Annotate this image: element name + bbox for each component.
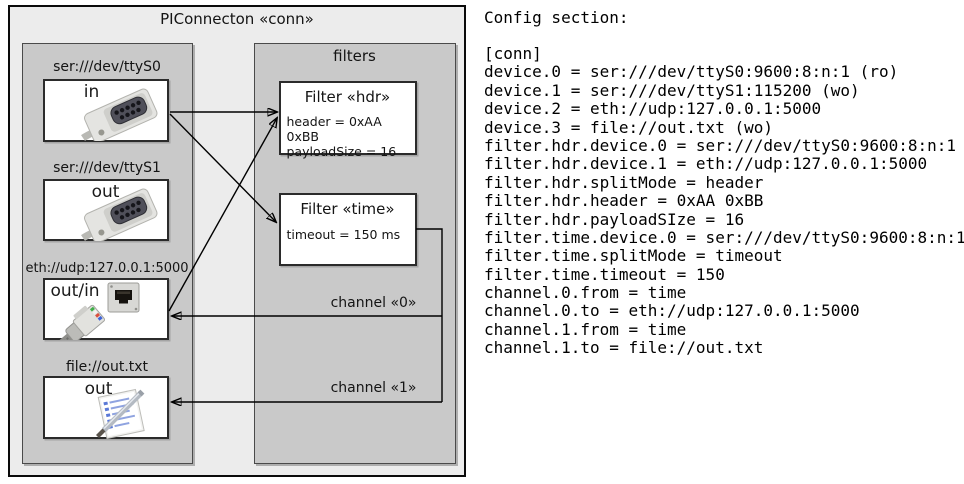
config-heading: Config section: <box>484 8 629 27</box>
ethernet-plug-icon <box>54 304 105 340</box>
ethernet-jack-icon <box>107 282 139 312</box>
device-box-ttyS1: out <box>42 178 169 241</box>
notepad-pen-icon <box>95 388 145 439</box>
config-line: device.1 = ser:///dev/ttyS1:115200 (wo) <box>484 80 860 100</box>
device-label-ttyS1: ser:///dev/ttyS1 <box>53 159 161 176</box>
filter-box-hdr: Filter «hdr» header = 0xAA 0xBB payloadS… <box>278 80 417 159</box>
config-line: device.0 = ser:///dev/ttyS0:9600:8:n:1 (… <box>484 62 899 82</box>
config-line: filter.hdr.splitMode = header <box>484 172 764 192</box>
config-lines: [conn]device.0 = ser:///dev/ttyS0:9600:8… <box>484 44 964 358</box>
config-line: channel.0.to = eth://udp:127.0.0.1:5000 <box>484 301 860 321</box>
config-line: device.2 = eth://udp:127.0.0.1:5000 <box>484 99 822 119</box>
component-title: PIConnecton «conn» <box>160 10 314 28</box>
config-line: filter.time.timeout = 150 <box>484 264 725 284</box>
piconnector-frame: PIConnecton «conn» ser:///dev/ttyS0 in <box>8 5 466 477</box>
config-line: channel.0.from = time <box>484 283 687 303</box>
serial-connector-icon <box>80 88 157 141</box>
serial-connector-icon <box>80 188 157 241</box>
port-name: in <box>83 81 100 102</box>
device-label-ttyS0: ser:///dev/ttyS0 <box>53 58 161 75</box>
device-box-file: out <box>42 375 169 439</box>
config-line: filter.hdr.device.1 = eth://udp:127.0.0.… <box>484 154 928 174</box>
port-name: out <box>84 378 113 399</box>
filter-attribute: timeout = 150 ms <box>286 226 401 242</box>
config-line: filter.hdr.payloadSIze = 16 <box>484 209 745 229</box>
devices-panel: ser:///dev/ttyS0 in ser:///dev/ttyS1 <box>21 42 193 464</box>
filters-panel: filters Filter «hdr» header = 0xAA 0xBB … <box>253 42 456 464</box>
filter-box-time: Filter «time» timeout = 150 ms <box>278 192 417 266</box>
config-section: Config section: [conn]device.0 = ser:///… <box>484 0 964 484</box>
config-line: filter.hdr.device.0 = ser:///dev/ttyS0:9… <box>484 135 957 155</box>
filter-attribute: payloadSize = 16 <box>286 143 397 159</box>
config-line: [conn] <box>484 44 542 63</box>
config-line: filter.hdr.header = 0xAA 0xBB <box>484 191 764 211</box>
channel-0-label: channel «0» <box>330 294 417 311</box>
filter-title: Filter «time» <box>300 199 395 218</box>
config-line: channel.1.to = file://out.txt <box>484 338 764 358</box>
config-line: channel.1.from = time <box>484 319 687 339</box>
config-line: device.3 = file://out.txt (wo) <box>484 117 773 137</box>
device-label-eth: eth://udp:127.0.0.1:5000 <box>25 260 189 276</box>
config-line: filter.time.device.0 = ser:///dev/ttyS0:… <box>484 227 964 247</box>
device-label-file: file://out.txt <box>65 358 149 375</box>
device-box-eth: out/in <box>42 277 169 340</box>
filters-panel-title: filters <box>333 46 376 65</box>
port-name: out <box>91 181 120 202</box>
device-box-ttyS0: in <box>42 78 169 142</box>
channel-1-label: channel «1» <box>330 379 417 396</box>
filter-attribute: header = 0xAA 0xBB <box>286 113 382 144</box>
filter-title: Filter «hdr» <box>304 87 391 106</box>
config-line: filter.time.splitMode = timeout <box>484 246 783 266</box>
port-name: out/in <box>50 280 100 301</box>
